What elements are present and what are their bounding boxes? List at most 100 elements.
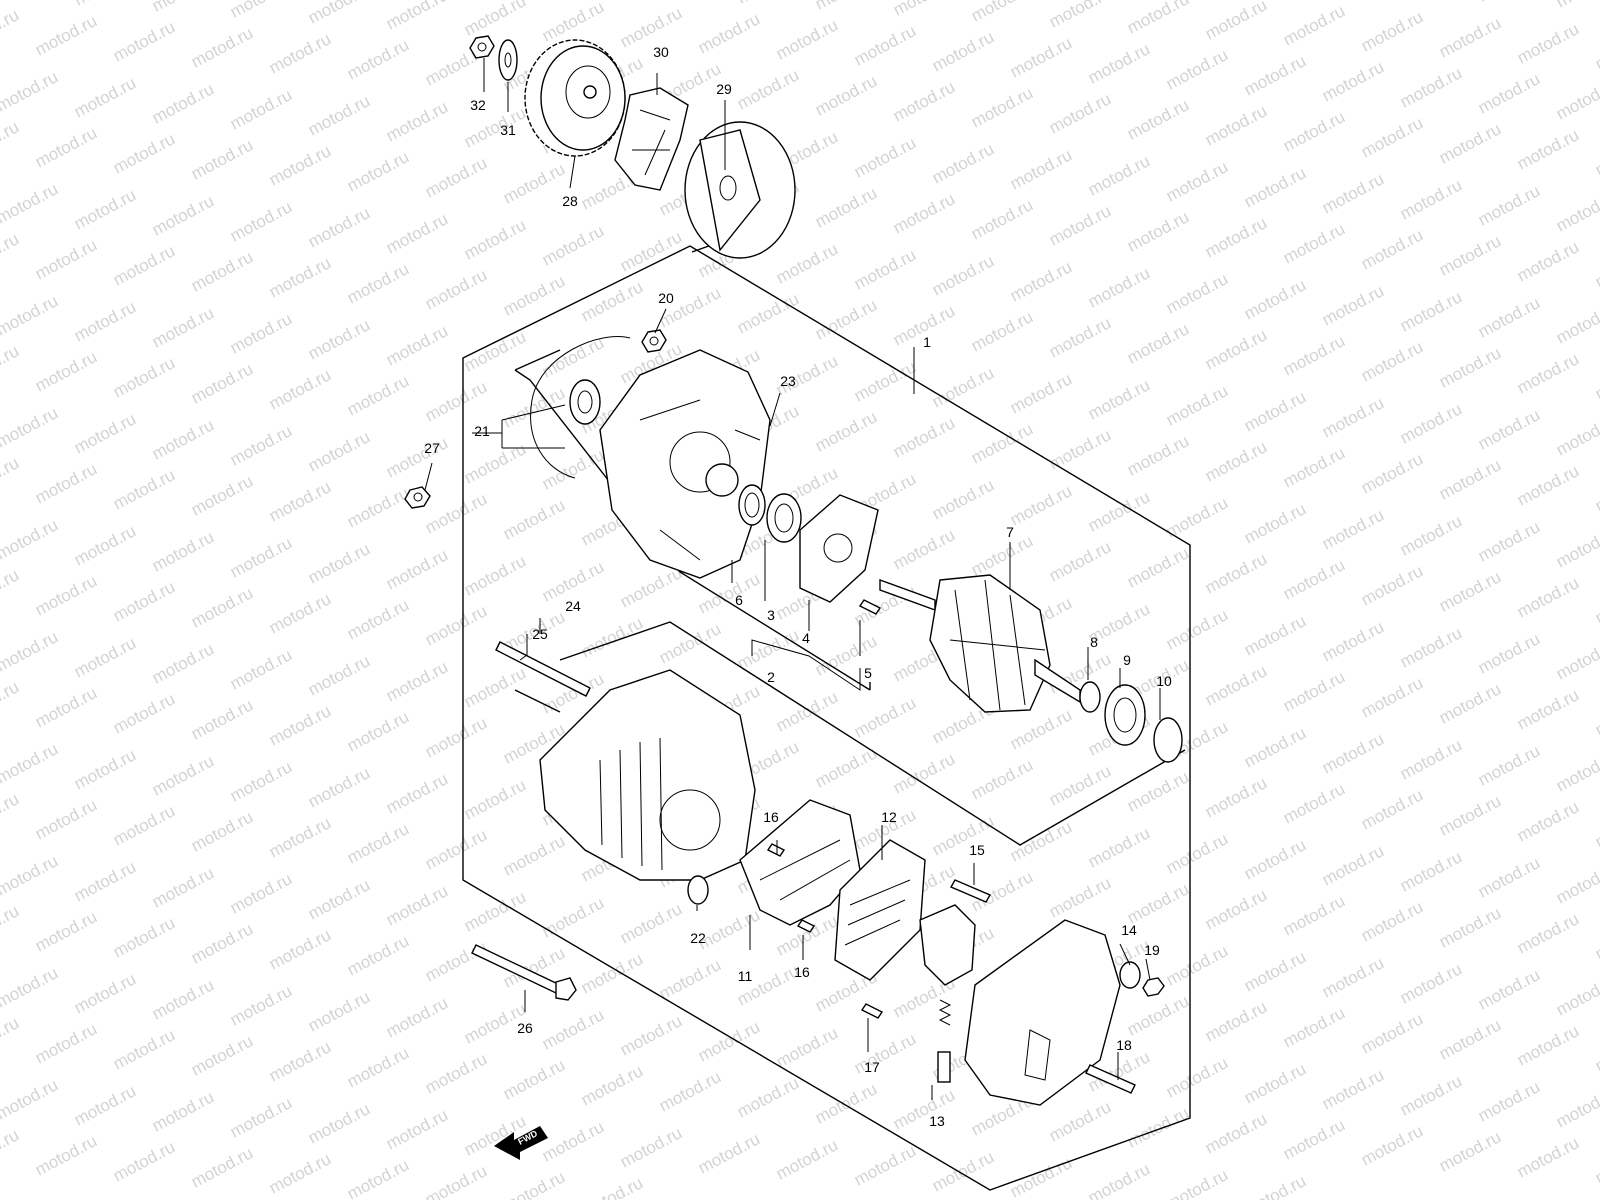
watermark-text: motod.ru [890,413,958,461]
watermark-text: motod.ru [1397,1071,1465,1119]
watermark-text: motod.ru [1592,1027,1600,1075]
watermark-text: motod.ru [188,135,256,183]
watermark-text: motod.ru [617,3,685,51]
front-bearing [766,493,802,543]
watermark-text: motod.ru [149,751,217,799]
watermark-text: motod.ru [461,439,529,487]
rear-bearing [1104,684,1146,746]
watermark-text: motod.ru [500,1055,568,1103]
watermark-text: motod.ru [110,801,178,849]
watermark-text: motod.ru [1319,729,1387,777]
watermark-text: motod.ru [344,707,412,755]
watermark-text: motod.ru [188,471,256,519]
watermark-text: motod.ru [1319,1065,1387,1113]
watermark-text: motod.ru [305,539,373,587]
watermark-text: motod.ru [1475,181,1543,229]
watermark-text: motod.ru [1436,455,1504,503]
watermark-text: motod.ru [266,1037,334,1085]
watermark-text: motod.ru [1397,735,1465,783]
watermark-text: motod.ru [890,77,958,125]
watermark-text: motod.ru [422,1161,490,1200]
rectifier-screw-top [766,843,786,857]
watermark-text: motod.ru [929,475,997,523]
watermark-text: motod.ru [461,887,529,935]
watermark-text: motod.ru [1319,169,1387,217]
watermark-text: motod.ru [188,1143,256,1191]
watermark-text: motod.ru [1553,411,1600,459]
watermark-text: motod.ru [1475,405,1543,453]
callout-29: 29 [716,81,732,97]
watermark-text: motod.ru [1592,243,1600,291]
watermark-text: motod.ru [305,91,373,139]
watermark-text: motod.ru [305,427,373,475]
watermark-text: motod.ru [1436,1015,1504,1063]
spacer-ring [738,484,766,526]
watermark-text: motod.ru [1280,1115,1348,1163]
watermark-text: motod.ru [1163,381,1231,429]
watermark-text: motod.ru [1475,965,1543,1013]
watermark-text: motod.ru [110,17,178,65]
watermark-text: motod.ru [1124,991,1192,1039]
collar [687,875,709,905]
damper-rubber [614,87,689,191]
watermark-text: motod.ru [383,1105,451,1153]
watermark-text: motod.ru [0,341,22,389]
watermark-text: motod.ru [578,613,646,661]
watermark-text: motod.ru [188,583,256,631]
watermark-text: motod.ru [1553,187,1600,235]
watermark-text: motod.ru [110,353,178,401]
watermark-text: motod.ru [1475,293,1543,341]
watermark-text: motod.ru [1007,257,1075,305]
watermark-text: motod.ru [500,1167,568,1200]
watermark-text: motod.ru [1514,237,1582,285]
watermark-text: motod.ru [1592,579,1600,627]
callout-22: 22 [690,930,706,946]
watermark-text: motod.ru [1436,1127,1504,1175]
watermark-text: motod.ru [1358,113,1426,161]
watermark-text: motod.ru [1202,325,1270,373]
watermark-text: motod.ru [695,1129,763,1177]
watermark-text: motod.ru [383,881,451,929]
watermark-text: motod.ru [383,769,451,817]
watermark-text: motod.ru [1124,207,1192,255]
watermark-text: motod.ru [1046,0,1114,32]
watermark-text: motod.ru [266,813,334,861]
watermark-text: motod.ru [149,79,217,127]
watermark-text: motod.ru [266,1149,334,1197]
watermark-text: motod.ru [851,21,919,69]
oil-seal-plate [530,336,631,479]
watermark-text: motod.ru [500,831,568,879]
watermark-text: motod.ru [851,1029,919,1077]
callout-27: 27 [424,440,440,456]
watermark-text: motod.ru [110,1025,178,1073]
cover-bolt [1085,1064,1136,1094]
watermark-text: motod.ru [1202,549,1270,597]
watermark-text: motod.ru [383,545,451,593]
callout-11: 11 [738,968,753,984]
callout-15: 15 [969,842,985,858]
watermark-text: motod.ru [227,309,295,357]
assembly-boundary [462,245,1191,1191]
callout-2: 2 [767,669,775,685]
watermark-text: motod.ru [1475,517,1543,565]
watermark-text: motod.ru [1397,175,1465,223]
watermark-text: motod.ru [266,925,334,973]
watermark-text: motod.ru [929,139,997,187]
watermark-text: motod.ru [773,15,841,63]
watermark-text: motod.ru [1319,281,1387,329]
watermark-text: motod.ru [1241,1059,1309,1107]
watermark-text: motod.ru [1436,119,1504,167]
callout-14: 14 [1121,922,1137,938]
watermark-text: motod.ru [383,657,451,705]
watermark-text: motod.ru [0,453,22,501]
pulley-washer [498,39,518,81]
watermark-text: motod.ru [1202,213,1270,261]
watermark-text: motod.ru [1124,767,1192,815]
watermark-text: motod.ru [1046,1097,1114,1145]
watermark-text: motod.ru [1358,7,1426,55]
watermark-text: motod.ru [1202,1109,1270,1157]
watermark-text: motod.ru [1514,797,1582,845]
watermark-text: motod.ru [773,1023,841,1071]
watermark-text: motod.ru [1358,785,1426,833]
